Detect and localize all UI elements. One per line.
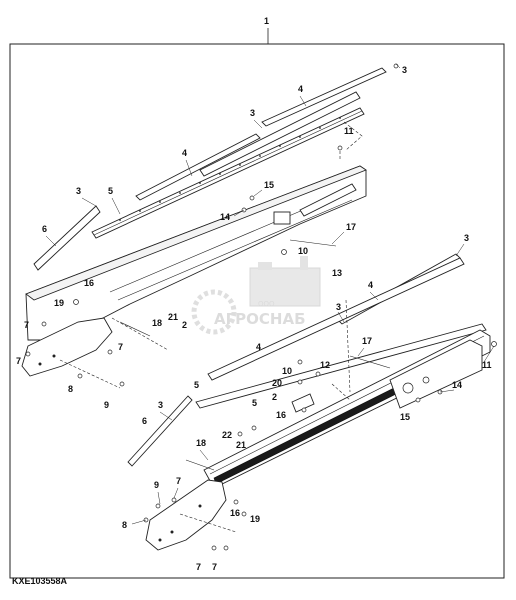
callout-10: 10 [282,366,292,376]
upper-strip-top [261,67,387,127]
upper-assembly [21,67,387,389]
callout-3: 3 [250,108,255,118]
callout-5: 5 [252,398,257,408]
callout-10: 10 [298,246,308,256]
callout-9: 9 [104,400,109,410]
upper-strip-middle [135,133,261,201]
lower-end-piece-6 [127,395,193,467]
leader-lines [45,63,495,525]
callout-3: 3 [402,65,407,75]
callout-14: 14 [220,212,230,222]
callout-15: 15 [264,180,274,190]
image-code-label: KXE103558A [12,576,68,586]
lower-strip-4 [207,257,465,381]
callout-7: 7 [196,562,201,572]
callout-8: 8 [68,384,73,394]
callout-labels: 3 4 3 11 4 3 5 15 14 6 17 10 3 13 16 4 1… [16,65,492,572]
callout-8: 8 [122,520,127,530]
upper-mount-block [273,211,291,225]
callout-21: 21 [236,440,246,450]
assembly-callout-1: 1 [264,16,269,26]
callout-20: 20 [272,378,282,388]
upper-angle-rail [199,91,361,177]
callout-17: 17 [346,222,356,232]
callout-13: 13 [332,268,342,278]
callout-9: 9 [154,480,159,490]
lower-left-end-bracket [145,479,227,551]
callout-17: 17 [362,336,372,346]
callout-6: 6 [42,224,47,234]
callout-4: 4 [182,148,187,158]
callout-4: 4 [368,280,373,290]
callout-7: 7 [118,342,123,352]
callout-6: 6 [142,416,147,426]
callout-16: 16 [84,278,94,288]
callout-7: 7 [16,356,21,366]
callout-18: 18 [152,318,162,328]
callout-11: 11 [344,126,354,136]
diagram-frame: 1 [9,16,505,579]
watermark-logo: ООО АГРОСНАБ [191,256,321,335]
callout-5: 5 [108,186,113,196]
lower-rail-5 [195,323,487,409]
upper-right-bracket [299,183,357,217]
callout-4: 4 [298,84,303,94]
lower-mount-block [291,393,315,413]
callout-22: 22 [222,430,232,440]
callout-11: 11 [482,360,492,370]
watermark-small-text: ООО [258,300,275,308]
callout-3: 3 [464,233,469,243]
callout-14: 14 [452,380,462,390]
callout-3: 3 [336,302,341,312]
callout-7: 7 [212,562,217,572]
callout-16: 16 [276,410,286,420]
callout-19: 19 [250,514,260,524]
fasteners [25,63,497,551]
lower-assembly [127,253,491,551]
callout-3: 3 [158,400,163,410]
callout-3: 3 [76,186,81,196]
lower-right-bracket [389,339,483,409]
callout-16: 16 [230,508,240,518]
callout-18: 18 [196,438,206,448]
callout-19: 19 [54,298,64,308]
callout-7: 7 [24,320,29,330]
upper-left-end-bracket [21,317,113,377]
callout-15: 15 [400,412,410,422]
callout-5: 5 [194,380,199,390]
callout-4: 4 [256,342,261,352]
upper-end-piece-6 [33,205,101,271]
watermark-main-text: АГРОСНАБ [214,310,306,328]
callout-2: 2 [182,320,187,330]
callout-7: 7 [176,476,181,486]
callout-21: 21 [168,312,178,322]
callout-12: 12 [320,360,330,370]
callout-2: 2 [272,392,277,402]
